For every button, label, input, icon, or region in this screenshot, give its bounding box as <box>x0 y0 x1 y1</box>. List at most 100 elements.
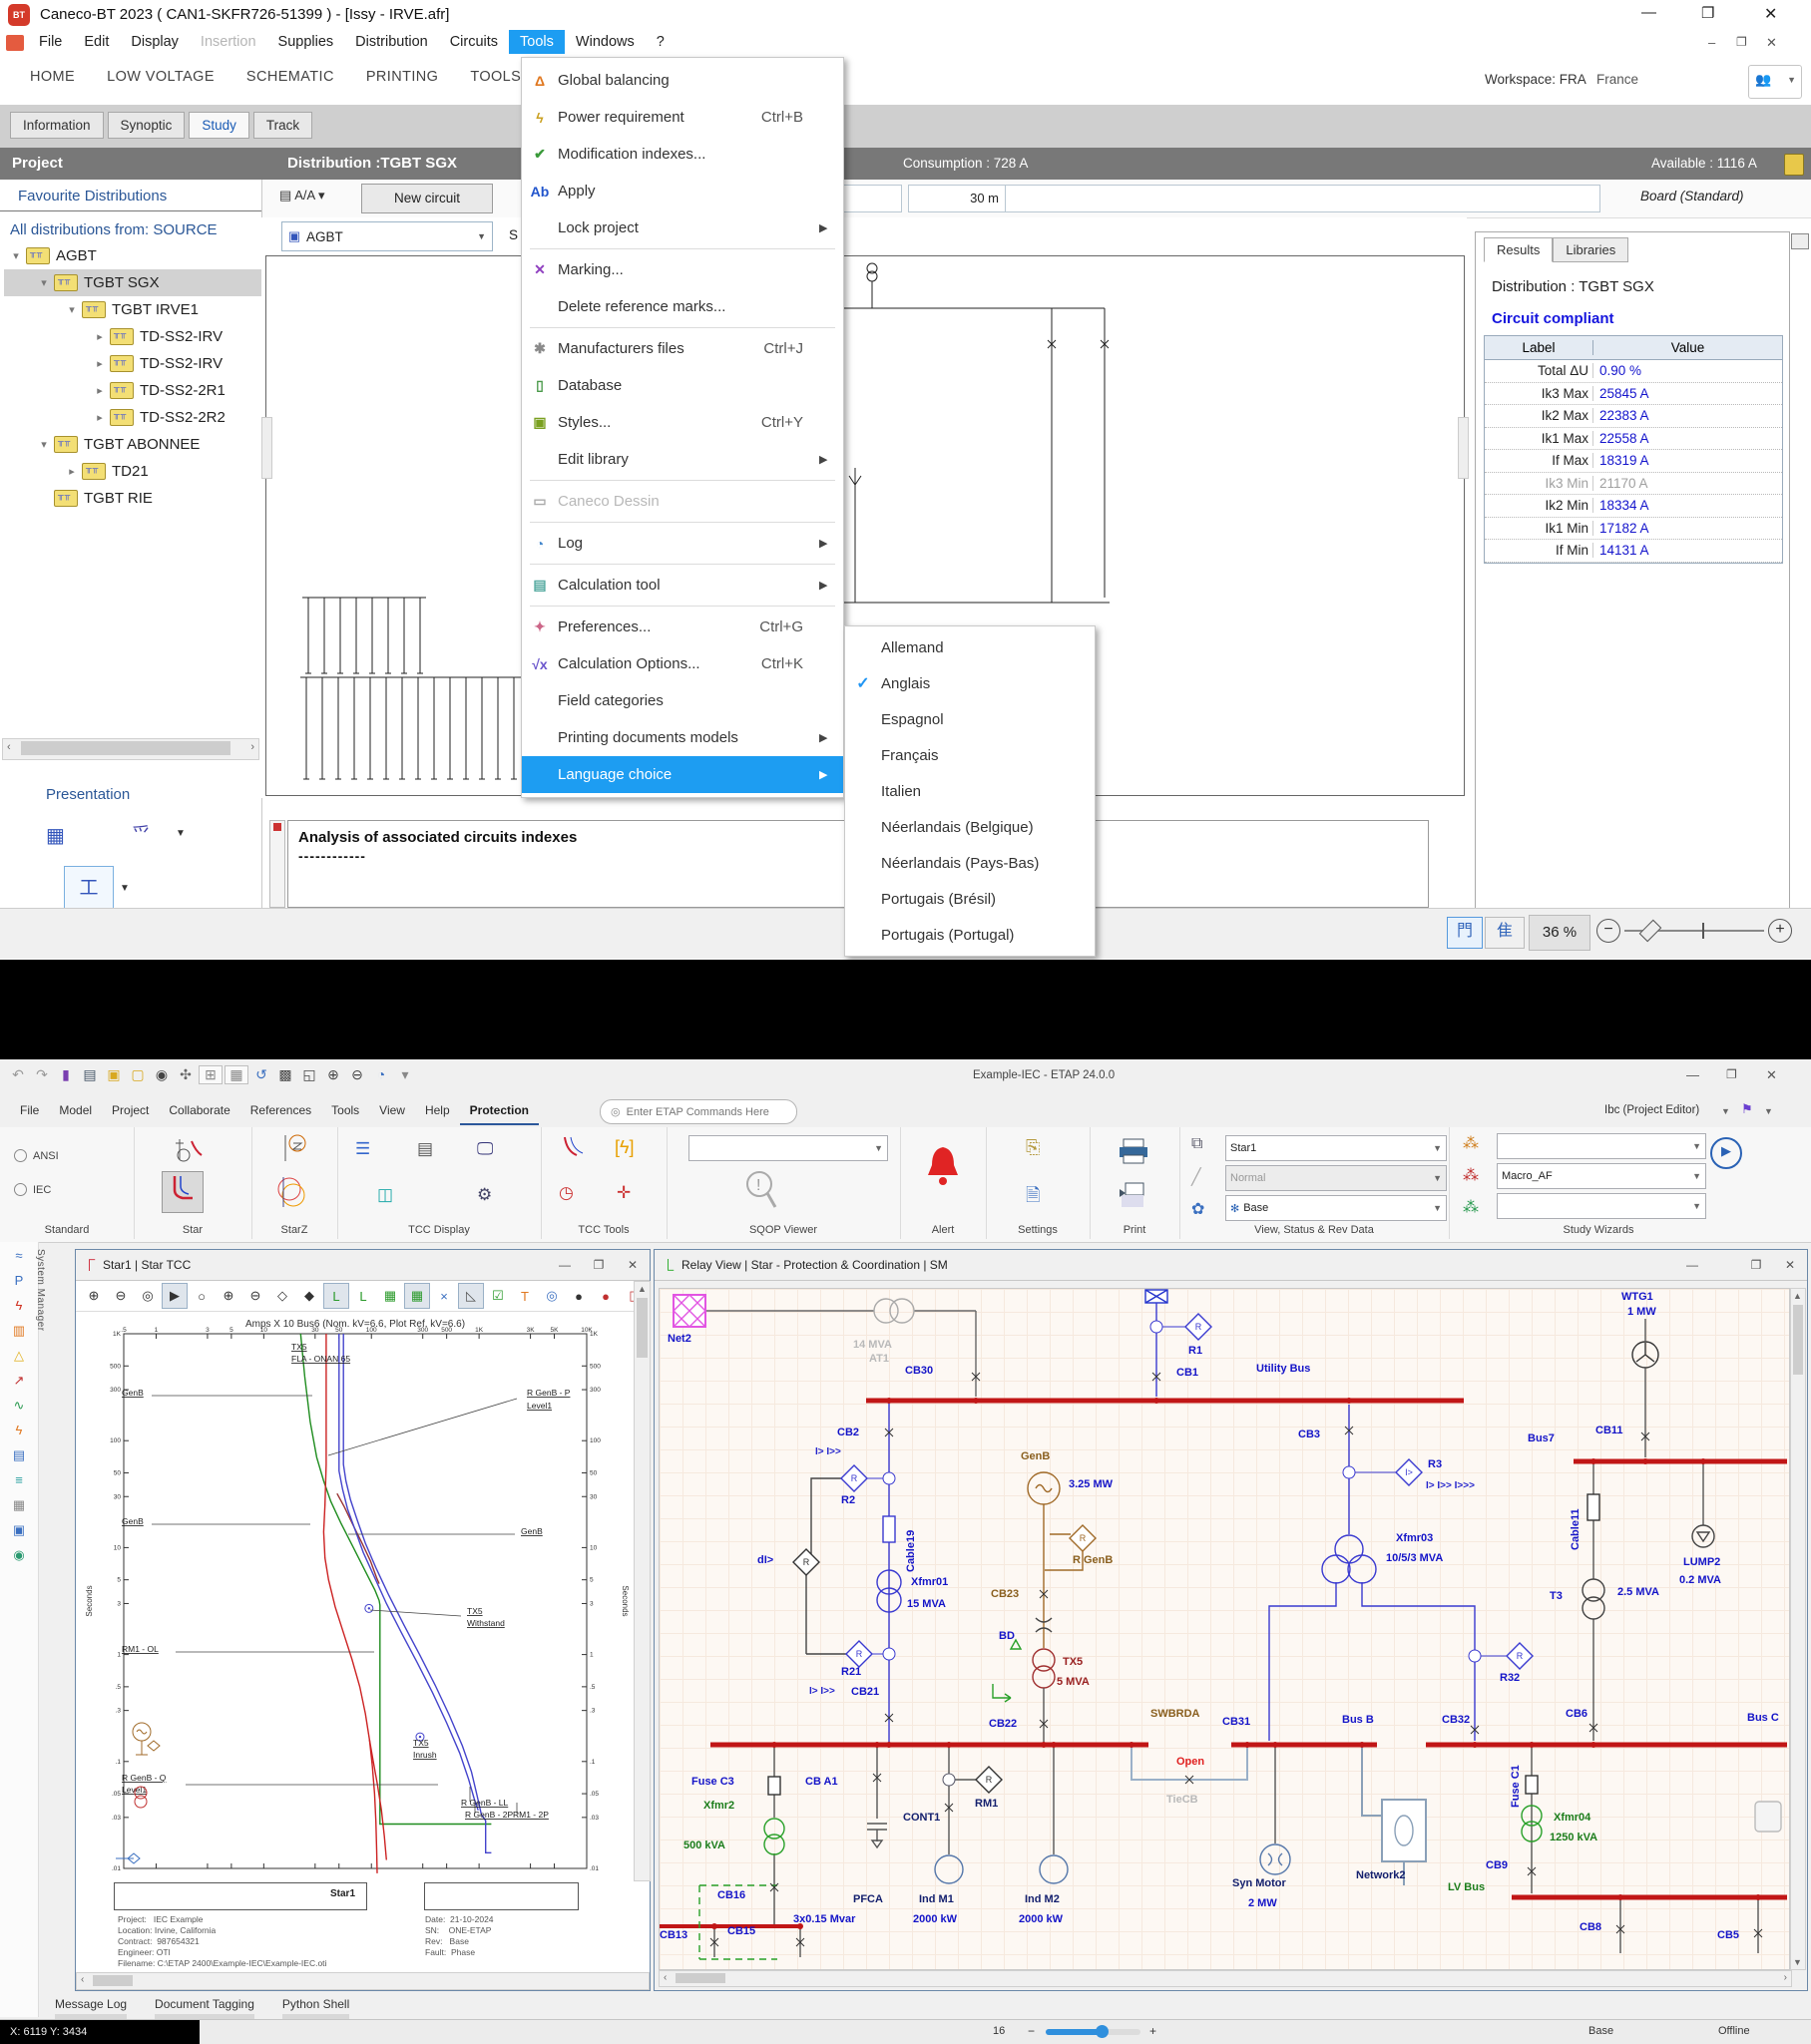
tools-menu-item-manufacturers-files[interactable]: ✱Manufacturers filesCtrl+J <box>522 330 843 367</box>
star-systems-icon[interactable] <box>172 1135 206 1169</box>
close-button[interactable]: ✕ <box>1766 1067 1777 1083</box>
chevron-down-icon[interactable]: ▼ <box>1764 1106 1773 1116</box>
oneline-canvas[interactable]: RRRRI>RRR Net214 MVAAT1CB30Utility BusR1… <box>659 1288 1790 1970</box>
child-minimize-icon[interactable]: – <box>1708 35 1715 50</box>
view-tab-track[interactable]: Track <box>253 112 312 139</box>
layers-icon[interactable]: ⧉ <box>1191 1135 1202 1153</box>
tcc-tool-icon[interactable]: ⊖ <box>242 1283 268 1309</box>
zoom-slider-track[interactable] <box>1046 2029 1140 2035</box>
tcc-tool-icon[interactable]: × <box>431 1283 457 1309</box>
tree-chevron-icon[interactable]: ▸ <box>92 411 108 424</box>
sidebar-hscrollbar[interactable]: ‹ › <box>2 738 259 760</box>
tcc-tool-icon[interactable]: ◎ <box>135 1283 161 1309</box>
view-tab-information[interactable]: Information <box>10 112 104 139</box>
tree-chevron-icon[interactable]: ▾ <box>36 438 52 451</box>
qat-icon[interactable]: ▩ <box>274 1066 296 1083</box>
tcc-clipboard-icon[interactable]: ◫ <box>377 1185 393 1205</box>
language-item-portugais-portugal-[interactable]: Portugais (Portugal) <box>845 917 1095 953</box>
language-item-italien[interactable]: Italien <box>845 773 1095 809</box>
qat-icon[interactable]: ▮ <box>55 1066 77 1083</box>
tree-item-agbt[interactable]: ▾AGBT <box>4 242 261 269</box>
zoom-out-icon[interactable]: − <box>1028 2024 1035 2038</box>
new-circuit-button[interactable]: New circuit <box>361 184 493 213</box>
minimize-button[interactable]: — <box>1675 1258 1709 1272</box>
tools-menu-item-edit-library[interactable]: Edit library▶ <box>522 441 843 478</box>
language-item-n-erlandais-belgique-[interactable]: Néerlandais (Belgique) <box>845 809 1095 845</box>
schematic-view-icon[interactable]: 爫 <box>132 820 166 850</box>
tcc-plot[interactable]: Amps X 10 Bus6 (Nom. kV=6.6, Plot Ref. k… <box>86 1316 630 1874</box>
scroll-left-icon[interactable]: ‹ <box>7 741 11 753</box>
copy-doc-icon[interactable]: ⎘ <box>1026 1137 1040 1158</box>
minimize-button[interactable]: — <box>1686 1067 1699 1082</box>
dock-tool-icon[interactable]: ϟ <box>7 1295 31 1317</box>
star-tcc-button[interactable] <box>162 1171 204 1213</box>
language-item-anglais[interactable]: ✓Anglais <box>845 665 1095 701</box>
bottom-tab-message-log[interactable]: Message Log <box>55 1997 127 2020</box>
menubar-item-distribution[interactable]: Distribution <box>344 30 439 54</box>
tools-menu-item-modification-indexes-[interactable]: ✔Modification indexes... <box>522 136 843 173</box>
qat-icon[interactable]: ▦ <box>225 1065 248 1084</box>
batch-print-icon[interactable] <box>1118 1181 1149 1211</box>
qat-icon[interactable]: ⊖ <box>346 1066 368 1083</box>
tcc-tool-icon[interactable]: L <box>350 1283 376 1309</box>
tree-item-td-ss2-2r1[interactable]: ▸TD-SS2-2R1 <box>4 377 261 404</box>
language-item-n-erlandais-pays-bas-[interactable]: Néerlandais (Pays-Bas) <box>845 845 1095 881</box>
battery-lightning-icon[interactable]: [ϟ] <box>615 1137 635 1158</box>
menubar-item-edit[interactable]: Edit <box>73 30 120 54</box>
maximize-button[interactable]: ❐ <box>1701 4 1714 22</box>
wizard-combo-2[interactable]: Macro_AF▼ <box>1497 1163 1706 1189</box>
revision-flower-icon[interactable]: ✿ <box>1191 1199 1204 1219</box>
tree-item-td-ss2-irv[interactable]: ▸TD-SS2-IRV <box>4 323 261 350</box>
starz-icon[interactable] <box>277 1133 309 1169</box>
tree-chevron-icon[interactable]: ▾ <box>64 303 80 316</box>
wizard-tree-icon-1[interactable]: ⁂ <box>1463 1133 1479 1153</box>
view-tab-synoptic[interactable]: Synoptic <box>108 112 186 139</box>
menubar-item-insertion[interactable]: Insertion <box>190 30 267 54</box>
tcc-tool-icon[interactable]: ◇ <box>269 1283 295 1309</box>
status-combo[interactable]: Normal▼ <box>1225 1165 1447 1191</box>
wizard-combo-3[interactable]: ▼ <box>1497 1193 1706 1219</box>
distribution-combo[interactable]: ▣ AGBT ▼ <box>281 221 493 251</box>
ribbon-tab-schematic[interactable]: SCHEMATIC <box>230 57 350 97</box>
tcc-tool-icon[interactable]: ◺ <box>458 1283 484 1309</box>
close-button[interactable]: ✕ <box>1764 4 1777 24</box>
relay-vscrollbar[interactable]: ▲ ▼ <box>1790 1288 1806 1970</box>
etap-menu-project[interactable]: Project <box>102 1097 159 1123</box>
analysis-grip[interactable] <box>269 820 285 908</box>
designation-field[interactable] <box>1005 185 1600 212</box>
etap-menu-help[interactable]: Help <box>415 1097 460 1123</box>
account-label[interactable]: Ibc (Project Editor) <box>1604 1104 1699 1116</box>
stopwatch-icon[interactable]: ◷ <box>559 1183 574 1203</box>
panel-pin-icon[interactable] <box>1791 233 1809 249</box>
qat-icon[interactable]: ▣ <box>103 1066 125 1083</box>
close-button[interactable]: ✕ <box>1773 1258 1807 1272</box>
menubar-item-[interactable]: ? <box>646 30 676 54</box>
etap-menu-model[interactable]: Model <box>49 1097 102 1123</box>
qat-icon[interactable]: ▾ <box>394 1066 416 1083</box>
tcc-display-settings-icon[interactable]: ⚙ <box>477 1185 492 1205</box>
menubar-item-display[interactable]: Display <box>120 30 190 54</box>
tree-chevron-icon[interactable]: ▸ <box>92 330 108 343</box>
tcc-tool-icon[interactable]: T <box>512 1283 538 1309</box>
language-item-fran-ais[interactable]: Français <box>845 737 1095 773</box>
dock-tool-icon[interactable]: ϟ <box>7 1420 31 1441</box>
tcc-tool-icon[interactable]: ▶ <box>162 1283 188 1309</box>
dock-tool-icon[interactable]: ▤ <box>7 1444 31 1466</box>
tcc-tool-icon[interactable]: ● <box>593 1283 619 1309</box>
tcc-tool-icon[interactable]: ▦ <box>377 1283 403 1309</box>
length-field[interactable]: 30 m <box>908 185 1006 212</box>
dock-tool-icon[interactable]: ≡ <box>7 1469 31 1491</box>
menubar-item-file[interactable]: File <box>28 30 73 54</box>
zoom-in-icon[interactable]: + <box>1149 2024 1156 2038</box>
minimize-button[interactable]: — <box>1641 4 1656 21</box>
child-close-icon[interactable]: ✕ <box>1766 35 1777 51</box>
dock-tool-icon[interactable]: ▣ <box>7 1519 31 1541</box>
radio-iec[interactable]: IEC <box>14 1183 51 1196</box>
etap-menu-protection[interactable]: Protection <box>460 1097 539 1125</box>
tools-menu-item-marking-[interactable]: ✕Marking... <box>522 251 843 288</box>
dock-tool-icon[interactable]: P <box>7 1270 31 1292</box>
tree-chevron-icon[interactable]: ▸ <box>64 465 80 478</box>
view-tab-study[interactable]: Study <box>189 112 249 139</box>
tcc-titlebar[interactable]: ⎾ Star1 | Star TCC — ❐ ✕ <box>76 1250 650 1281</box>
tcc-tool-icon[interactable]: ◎ <box>539 1283 565 1309</box>
